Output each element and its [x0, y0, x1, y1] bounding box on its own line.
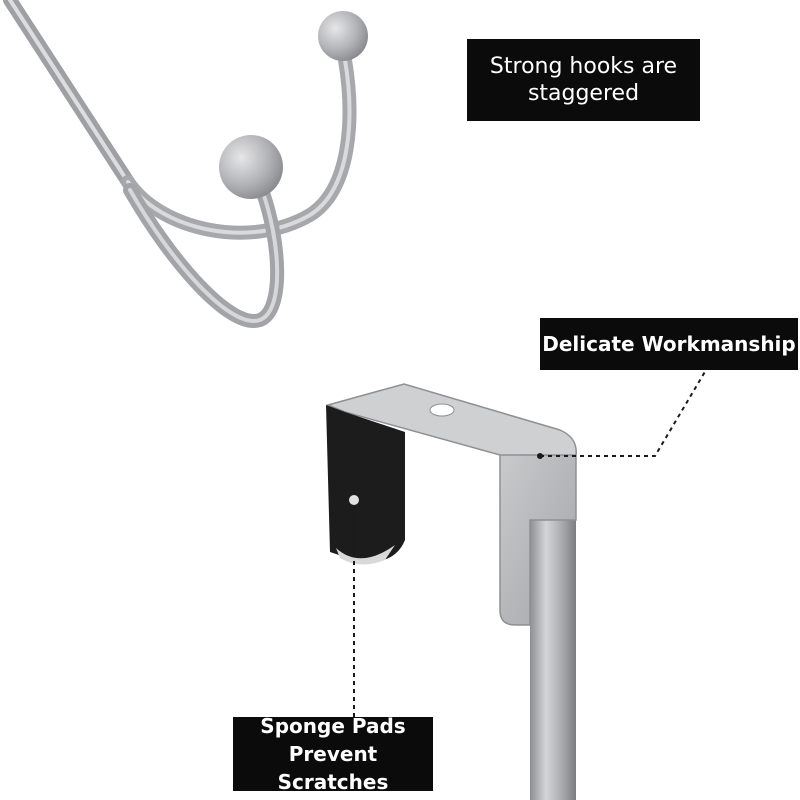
hook-ball-back: [318, 11, 368, 61]
leader-workmanship: [540, 369, 707, 457]
hooks-label-text: Strong hooks are staggered: [489, 54, 678, 106]
leader-lines: [353, 369, 707, 717]
sponge-pads-label-text: Sponge Pads Prevent Scratches: [260, 714, 406, 794]
door-bracket: [325, 383, 577, 800]
hooks-label: Strong hooks are staggered: [467, 39, 700, 121]
double-hook: [3, 0, 368, 328]
sponge-pads-label: Sponge Pads Prevent Scratches: [233, 714, 433, 794]
workmanship-label: Delicate Workmanship: [540, 318, 798, 370]
hook-ball-front: [219, 135, 283, 199]
workmanship-label-text: Delicate Workmanship: [542, 332, 796, 356]
bracket-pole: [530, 510, 576, 800]
